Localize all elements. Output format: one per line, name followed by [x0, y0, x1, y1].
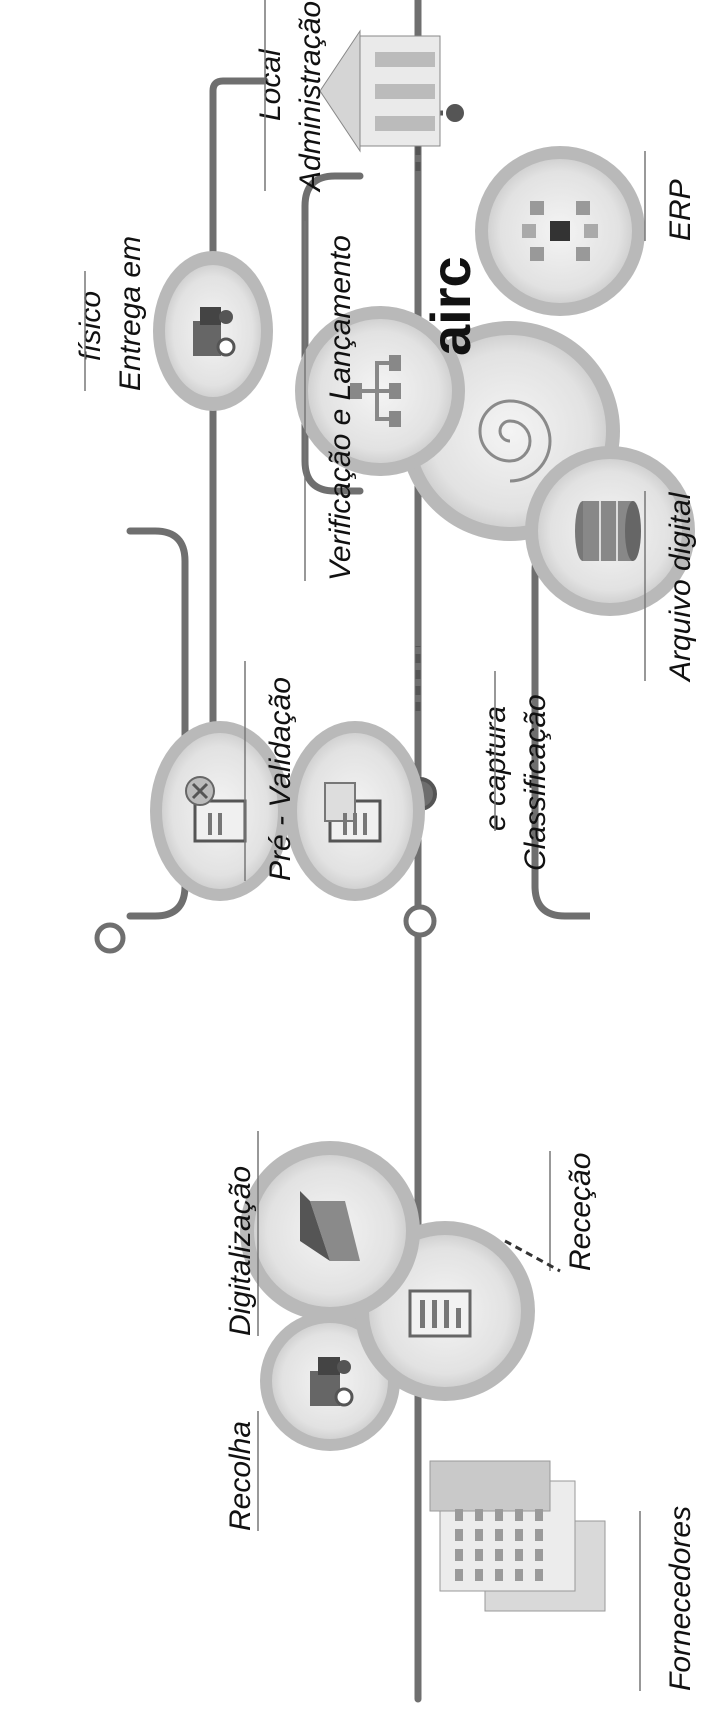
office-building-icon — [429, 1460, 606, 1612]
delivery-truck-icon — [193, 307, 236, 357]
scanner-icon — [300, 1191, 360, 1261]
label-administracao-2: Local — [254, 48, 287, 121]
town-hall-icon — [319, 29, 441, 153]
airc-cluster: airc — [295, 146, 695, 616]
label-entrega-1: Entrega em — [114, 236, 147, 391]
label-pre-validacao: Pré - Validação — [264, 677, 297, 881]
admin-node — [446, 104, 464, 122]
label-verificacao: Verificação e Lançamento — [324, 235, 357, 581]
airc-logo: airc — [419, 256, 482, 356]
lower-bracket — [126, 527, 189, 920]
label-erp: ERP — [664, 179, 697, 241]
label-administracao-1: Administração — [294, 1, 327, 193]
label-fornecedores: Fornecedores — [664, 1506, 697, 1691]
junction-node-1 — [403, 904, 437, 938]
swirl-icon — [478, 399, 552, 483]
classificacao-circle — [285, 721, 425, 901]
label-recolha: Recolha — [224, 1421, 257, 1531]
document-capture-icon — [324, 782, 382, 843]
network-cubes-icon — [522, 201, 598, 261]
delivery-truck-icon — [310, 1357, 354, 1407]
database-icon — [575, 501, 641, 561]
pre-validacao-circle — [150, 721, 290, 901]
document-reject-icon — [185, 776, 247, 843]
document-list-icon — [408, 1289, 472, 1338]
label-rececao: Receção — [564, 1153, 597, 1271]
delivery-line — [209, 77, 269, 798]
hierarchy-icon — [350, 355, 401, 427]
junction-node-4 — [94, 922, 126, 954]
label-digitalizacao: Digitalização — [224, 1166, 257, 1336]
digitalizacao-circle — [240, 1141, 420, 1321]
label-entrega-2: físico — [74, 291, 107, 361]
entrega-circle — [153, 251, 273, 411]
label-classificacao-1: Classificação — [519, 694, 552, 871]
label-arquivo-digital: Arquivo digital — [664, 491, 697, 683]
labels: Fornecedores Receção Recolha Digitalizaç… — [74, 0, 697, 1691]
